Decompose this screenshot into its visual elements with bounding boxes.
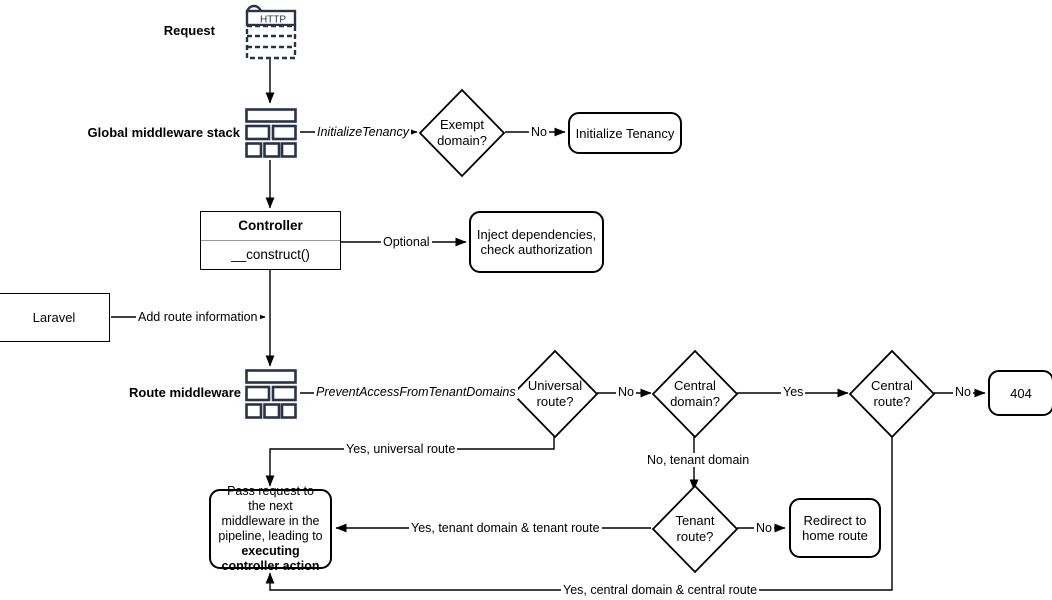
decision-universal-route-line2: route? (536, 394, 574, 409)
decision-tenant-route[interactable]: Tenant route? (651, 484, 739, 574)
node-initialize-tenancy-label: Initialize Tenancy (575, 125, 675, 141)
decision-central-domain-line2: domain? (670, 394, 720, 409)
decision-exempt-domain-line2: domain? (437, 133, 487, 148)
node-pass-request-part2-bold: executing controller action (221, 544, 320, 573)
node-controller[interactable]: Controller __construct() (200, 211, 341, 270)
edge-label-central-domain-yes: Yes (781, 385, 806, 399)
edge-label-initialize-tenancy: InitializeTenancy (315, 125, 411, 139)
decision-universal-route-line1: Universal (527, 378, 583, 393)
decision-central-route-text: Central route? (848, 349, 936, 439)
edge-label-no-tenant-domain: No, tenant domain (645, 453, 752, 467)
node-inject-dependencies-text: Inject dependencies, check authorization (477, 227, 596, 257)
decision-exempt-domain-line1: Exempt (439, 117, 485, 132)
node-controller-method: __construct() (231, 247, 310, 262)
route-middleware-stack-icon (245, 369, 297, 419)
decision-central-domain[interactable]: Central domain? (651, 349, 739, 439)
label-global-middleware-stack: Global middleware stack (87, 125, 240, 140)
decision-central-domain-text: Central domain? (651, 349, 739, 439)
node-pass-request[interactable]: Pass request to the next middleware in t… (209, 484, 332, 573)
decision-tenant-route-line1: Tenant (675, 513, 715, 528)
node-inject-dependencies[interactable]: Inject dependencies, check authorization (469, 211, 604, 273)
node-laravel-label: Laravel (32, 310, 76, 325)
node-redirect-home-line1: Redirect to (803, 513, 867, 528)
node-redirect-home-line2: home route (802, 528, 868, 543)
edge-label-universal-route-no: No (616, 385, 636, 399)
decision-central-route[interactable]: Central route? (848, 349, 936, 439)
edge-label-central-route-no: No (953, 385, 973, 399)
decision-central-route-line1: Central (871, 378, 913, 393)
node-controller-title: Controller (201, 212, 340, 241)
http-request-icon: HTTP (244, 4, 300, 60)
node-pass-request-text: Pass request to the next middleware in t… (211, 484, 330, 574)
node-redirect-home[interactable]: Redirect to home route (789, 498, 881, 558)
middleware-stack-icon (245, 108, 297, 158)
http-icon-label: HTTP (260, 15, 286, 26)
decision-universal-route-text: Universal route? (511, 349, 599, 439)
node-laravel[interactable]: Laravel (0, 293, 110, 342)
edge-label-yes-universal-route: Yes, universal route (344, 442, 458, 456)
label-request: Request (163, 23, 215, 38)
node-404[interactable]: 404 (988, 370, 1052, 416)
decision-tenant-route-line2: route? (676, 529, 714, 544)
edge-label-yes-tenant-domain-tenant-route: Yes, tenant domain & tenant route (409, 521, 602, 535)
node-404-label: 404 (1010, 385, 1032, 401)
decision-universal-route[interactable]: Universal route? (511, 349, 599, 439)
edge-label-yes-central-domain-central-route: Yes, central domain & central route (561, 583, 760, 597)
edge-label-prevent-access-from-tenant-domains: PreventAccessFromTenantDomains (314, 385, 518, 399)
edge-label-tenant-route-no: No (754, 521, 774, 535)
edge-label-add-route-information: Add route information (136, 310, 260, 324)
decision-exempt-domain[interactable]: Exempt domain? (418, 88, 506, 178)
node-redirect-home-text: Redirect to home route (802, 513, 868, 543)
decision-exempt-domain-text: Exempt domain? (418, 88, 506, 178)
decision-tenant-route-text: Tenant route? (651, 484, 739, 574)
decision-central-domain-line1: Central (674, 378, 716, 393)
label-route-middleware: Route middleware (129, 385, 241, 400)
edge-label-exempt-domain-no: No (529, 125, 549, 139)
node-initialize-tenancy[interactable]: Initialize Tenancy (568, 112, 682, 154)
decision-central-route-line2: route? (873, 394, 911, 409)
node-pass-request-part1: Pass request to the next middleware in t… (218, 484, 323, 543)
node-inject-dependencies-line2: check authorization (480, 242, 593, 257)
edge-label-controller-optional: Optional (381, 235, 432, 249)
node-inject-dependencies-line1: Inject dependencies, (476, 227, 597, 242)
